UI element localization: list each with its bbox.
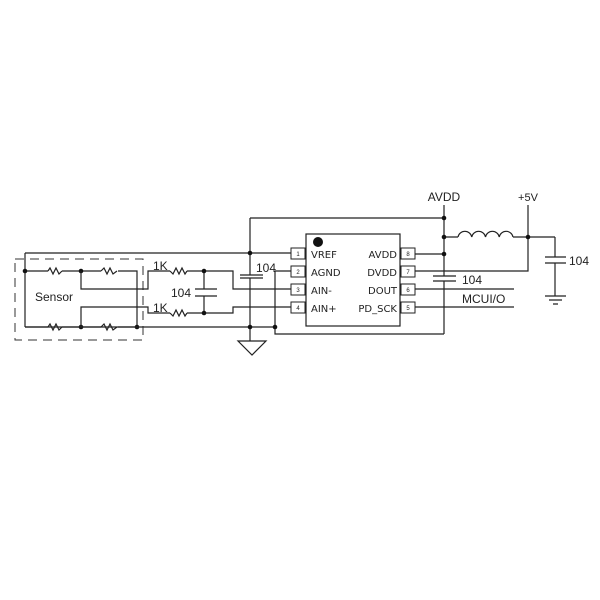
pin-number: 4 bbox=[296, 306, 300, 312]
resistor-label-top: 1K bbox=[153, 259, 168, 273]
pin-number: 1 bbox=[296, 252, 300, 258]
pin-name: AIN- bbox=[311, 286, 332, 297]
adc-chip: 1 2 3 4 8 7 6 5 VREF AGND AIN- AIN+ AVDD… bbox=[290, 233, 416, 327]
pin-number: 2 bbox=[296, 270, 300, 276]
pin-name: AGND bbox=[311, 268, 341, 279]
pin-name: AVDD bbox=[369, 250, 398, 261]
pin-number: 5 bbox=[406, 306, 410, 312]
resistor-label-bottom: 1K bbox=[153, 301, 168, 315]
sensor-box bbox=[14, 258, 144, 341]
pin-number: 8 bbox=[406, 252, 410, 258]
power-wiring bbox=[250, 205, 566, 334]
vref-ground-wiring bbox=[25, 218, 444, 356]
left-pin-boxes bbox=[290, 247, 416, 314]
pin-number: 3 bbox=[296, 288, 300, 294]
pin-name: DOUT bbox=[368, 286, 398, 297]
capacitor-label-vref: 104 bbox=[256, 261, 276, 275]
input-filter bbox=[80, 266, 291, 327]
pin-name: AIN+ bbox=[311, 304, 337, 315]
capacitor-label-avdd: 104 bbox=[462, 273, 482, 287]
sensor-label: Sensor bbox=[35, 290, 73, 304]
pin-name: VREF bbox=[311, 250, 337, 261]
plus5v-label: +5V bbox=[518, 192, 539, 204]
pin-number: 6 bbox=[406, 288, 410, 294]
pin-name: DVDD bbox=[367, 268, 397, 279]
mcu-io-label: MCUI/O bbox=[462, 292, 505, 306]
pin-name: PD_SCK bbox=[358, 304, 397, 315]
capacitor-label-supply: 104 bbox=[569, 254, 589, 268]
capacitor-label-input: 104 bbox=[171, 286, 191, 300]
pin-number: 7 bbox=[406, 270, 410, 276]
avdd-label: AVDD bbox=[428, 190, 461, 204]
